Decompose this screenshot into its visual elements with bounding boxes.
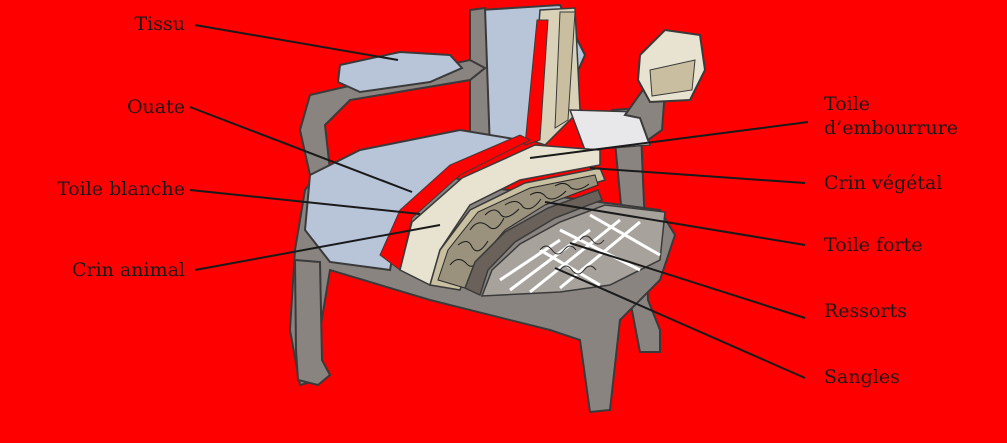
label-toile-blanche: Toile blanche: [57, 178, 185, 201]
label-ressorts: Ressorts: [824, 300, 907, 323]
label-crin-vegetal: Crin végétal: [824, 172, 942, 195]
leader-toile-embourrure: [530, 122, 808, 158]
label-ouate: Ouate: [127, 96, 185, 119]
label-toile-forte: Toile forte: [824, 234, 923, 257]
label-toile-embourrure-line1: Toile: [824, 93, 870, 116]
label-crin-animal: Crin animal: [72, 259, 185, 282]
label-sangles: Sangles: [824, 366, 900, 389]
label-tissu: Tissu: [135, 13, 186, 36]
left-arm-pad: [338, 52, 462, 92]
label-toile-embourrure-line2: d’embourrure: [824, 117, 958, 140]
leader-tissu: [195, 25, 398, 60]
